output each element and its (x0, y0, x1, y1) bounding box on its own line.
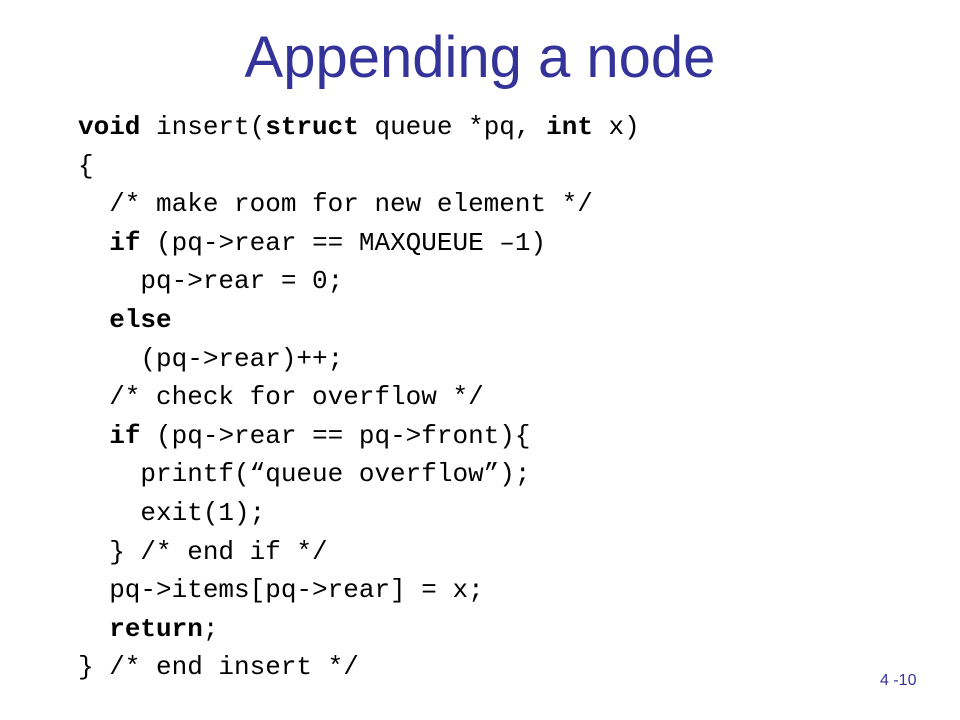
code-text: printf(“queue overflow”); (78, 459, 531, 490)
code-keyword: if (109, 227, 141, 258)
code-line: void insert(struct queue *pq, int x) (78, 108, 640, 147)
code-text: (pq->rear == MAXQUEUE –1) (140, 227, 547, 258)
code-line: if (pq->rear == pq->front){ (78, 417, 640, 456)
code-text: queue *pq, (358, 112, 547, 142)
code-line: else (78, 301, 640, 340)
code-text: insert( (140, 112, 266, 142)
code-block: void insert(struct queue *pq, int x){ /*… (78, 108, 640, 687)
code-keyword: return (109, 613, 203, 644)
code-keyword: struct (265, 112, 359, 142)
code-text: /* check for overflow */ (78, 382, 484, 413)
code-keyword: if (109, 420, 141, 451)
code-line: { (78, 147, 640, 186)
code-text: x) (592, 112, 640, 142)
code-text: { (78, 150, 94, 181)
code-line: } /* end insert */ (78, 648, 640, 687)
code-text: } /* end insert */ (78, 652, 359, 683)
code-text: ; (202, 613, 219, 644)
code-text (78, 305, 109, 335)
code-text: exit(1); (78, 497, 266, 528)
code-text: } /* end if */ (78, 536, 328, 567)
slide-title: Appending a node (244, 25, 716, 90)
code-text (78, 228, 109, 258)
code-line: if (pq->rear == MAXQUEUE –1) (78, 224, 640, 263)
code-line: (pq->rear)++; (78, 340, 640, 379)
code-line: exit(1); (78, 494, 640, 533)
page-number: 4 -10 (880, 672, 917, 689)
code-text (78, 614, 109, 644)
code-line: } /* end if */ (78, 533, 640, 572)
code-line: printf(“queue overflow”); (78, 455, 640, 494)
code-text: /* make room for new element */ (78, 189, 593, 220)
code-keyword: void (78, 112, 141, 142)
code-text: (pq->rear)++; (78, 343, 344, 374)
code-text (78, 421, 109, 451)
code-text: (pq->rear == pq->front){ (140, 420, 531, 451)
code-line: /* make room for new element */ (78, 185, 640, 224)
code-line: pq->items[pq->rear] = x; (78, 571, 640, 610)
code-keyword: else (109, 304, 172, 335)
code-text: pq->rear = 0; (78, 266, 344, 297)
code-line: pq->rear = 0; (78, 262, 640, 301)
code-line: /* check for overflow */ (78, 378, 640, 417)
code-text: pq->items[pq->rear] = x; (78, 575, 484, 606)
code-line: return; (78, 610, 640, 649)
code-keyword: int (546, 112, 593, 142)
